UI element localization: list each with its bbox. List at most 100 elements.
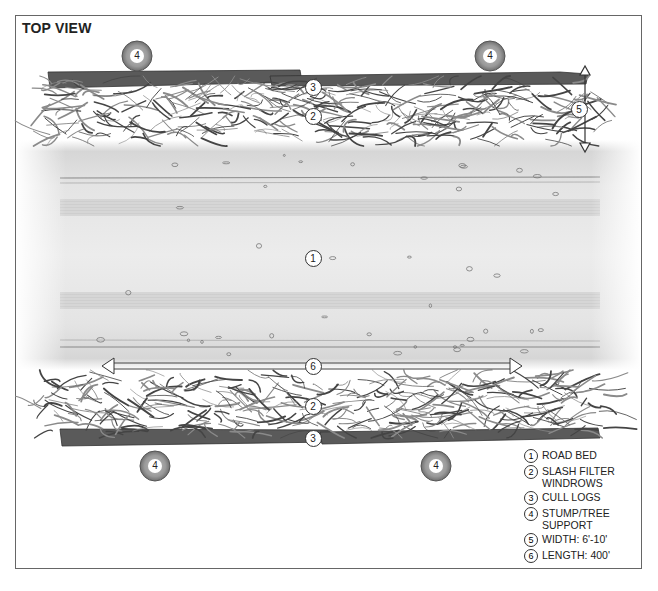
slash-stroke bbox=[387, 380, 406, 397]
slash-stroke bbox=[421, 392, 444, 397]
slash-stroke bbox=[427, 104, 458, 107]
slash-stroke bbox=[467, 395, 487, 399]
slash-stroke bbox=[453, 136, 460, 145]
slash-stroke bbox=[201, 138, 226, 146]
legend-text: SLASH FILTER WINDROWS bbox=[542, 465, 640, 489]
slash-stroke bbox=[73, 137, 94, 146]
slash-stroke bbox=[241, 101, 261, 110]
slash-stroke bbox=[338, 426, 357, 438]
slash-stroke bbox=[79, 387, 92, 401]
slash-stroke bbox=[588, 101, 605, 120]
slash-stroke bbox=[186, 379, 204, 386]
slash-stroke bbox=[148, 129, 177, 137]
slash-stroke bbox=[184, 379, 218, 390]
slash-stroke bbox=[34, 134, 60, 146]
slash-stroke bbox=[538, 91, 570, 97]
slash-stroke bbox=[391, 115, 401, 124]
slash-stroke bbox=[463, 382, 496, 387]
slash-stroke bbox=[511, 134, 523, 139]
slash-stroke bbox=[440, 430, 467, 434]
slash-stroke bbox=[440, 370, 458, 378]
slash-stroke bbox=[144, 406, 173, 408]
slash-stroke bbox=[362, 400, 374, 405]
slash-stroke bbox=[128, 399, 154, 417]
slash-stroke bbox=[498, 421, 521, 432]
slash-stroke bbox=[538, 374, 551, 379]
slash-stroke bbox=[392, 122, 416, 134]
slash-stroke bbox=[233, 422, 240, 429]
slash-stroke bbox=[441, 100, 473, 110]
slash-stroke bbox=[346, 77, 366, 84]
slash-stroke bbox=[170, 84, 192, 87]
slash-stroke bbox=[473, 370, 492, 382]
slash-windrows bbox=[15, 76, 636, 439]
slash-stroke bbox=[581, 398, 586, 406]
slash-stroke bbox=[232, 113, 239, 122]
slash-stroke bbox=[243, 116, 255, 128]
slash-stroke bbox=[498, 391, 519, 400]
slash-stroke bbox=[477, 112, 490, 115]
slash-stroke bbox=[440, 380, 473, 393]
slash-stroke bbox=[399, 392, 434, 400]
slash-stroke bbox=[258, 416, 285, 422]
legend-number: 1 bbox=[524, 449, 538, 463]
slash-stroke bbox=[339, 422, 360, 424]
callout-number: 4 bbox=[148, 459, 162, 473]
slash-stroke bbox=[254, 116, 278, 130]
slash-stroke bbox=[103, 76, 140, 83]
slash-stroke bbox=[407, 136, 416, 146]
slash-stroke bbox=[502, 113, 525, 123]
slash-stroke bbox=[407, 137, 424, 146]
slash-stroke bbox=[604, 394, 627, 396]
slash-stroke bbox=[237, 92, 243, 101]
slash-stroke bbox=[382, 76, 392, 85]
slash-stroke bbox=[243, 410, 263, 416]
slash-stroke bbox=[182, 398, 210, 406]
slash-stroke bbox=[141, 381, 151, 388]
slash-stroke bbox=[143, 76, 157, 87]
slash-stroke bbox=[188, 427, 205, 437]
slash-stroke bbox=[153, 103, 170, 119]
slash-stroke bbox=[503, 78, 526, 87]
slash-stroke bbox=[254, 119, 267, 125]
slash-stroke bbox=[80, 424, 103, 429]
callout-number: 6 bbox=[305, 358, 322, 375]
slash-stroke bbox=[594, 120, 612, 131]
cull-logs bbox=[48, 70, 600, 446]
slash-stroke bbox=[459, 388, 472, 398]
slash-stroke bbox=[532, 94, 551, 110]
callout-number: 3 bbox=[305, 79, 322, 96]
slash-stroke bbox=[435, 114, 470, 120]
slash-stroke bbox=[493, 414, 505, 429]
slash-stroke bbox=[282, 129, 302, 141]
slash-stroke bbox=[143, 134, 160, 147]
slash-stroke bbox=[50, 98, 72, 108]
slash-stroke bbox=[475, 400, 507, 411]
slash-stroke bbox=[105, 411, 117, 426]
slash-stroke bbox=[215, 377, 242, 380]
slash-stroke bbox=[94, 102, 118, 112]
slash-stroke bbox=[478, 386, 494, 390]
slash-stroke bbox=[153, 381, 159, 388]
slash-stroke bbox=[116, 415, 130, 435]
slash-stroke bbox=[204, 423, 217, 436]
slash-stroke bbox=[215, 411, 229, 413]
slash-stroke bbox=[68, 414, 81, 421]
slash-stroke bbox=[575, 429, 597, 430]
slash-stroke bbox=[293, 385, 324, 393]
slash-stroke bbox=[405, 110, 416, 123]
slash-stroke bbox=[272, 85, 310, 90]
slash-stroke bbox=[99, 431, 138, 438]
slash-stroke bbox=[509, 102, 519, 110]
slash-stroke bbox=[313, 384, 323, 390]
slash-stroke bbox=[87, 395, 102, 403]
slash-stroke bbox=[193, 380, 225, 386]
slash-stroke bbox=[386, 399, 397, 408]
slash-stroke bbox=[552, 386, 577, 387]
slash-stroke bbox=[189, 77, 218, 92]
slash-stroke bbox=[274, 133, 299, 135]
slash-stroke bbox=[177, 129, 194, 137]
slash-stroke bbox=[354, 402, 365, 411]
legend-row: 3CULL LOGS bbox=[524, 491, 642, 505]
slash-stroke bbox=[379, 422, 406, 430]
